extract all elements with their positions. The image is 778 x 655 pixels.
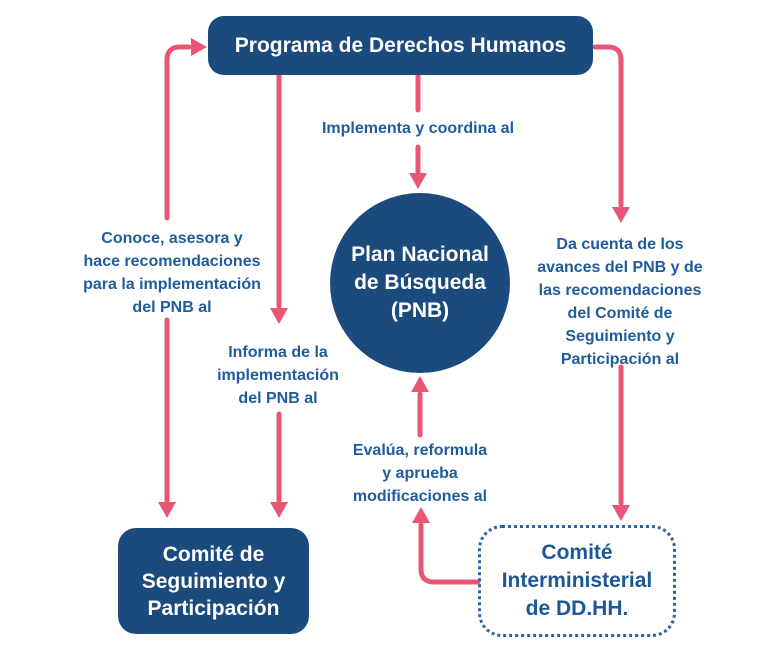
edge-label-da-cuenta: Da cuenta de los avances del PNB y de la… <box>537 236 703 368</box>
node-comite-seguimiento-participacion: Comité de Seguimiento y Participación <box>118 528 309 634</box>
node-plan-nacional-busqueda: Plan Nacional de Búsqueda (PNB) <box>330 193 510 373</box>
arrow-informa <box>270 72 288 518</box>
arrow-conoce <box>158 38 207 518</box>
node-programa-derechos-humanos: Programa de Derechos Humanos <box>208 16 593 75</box>
edge-label-implementa: Implementa y coordina al <box>321 120 515 137</box>
edge-label-evalua: Evalúa, reformula y aprueba modificacion… <box>352 442 488 505</box>
edge-label-conoce: Conoce, asesora y hace recomendaciones p… <box>83 230 261 316</box>
edge-label-informa: Informa de la implementación del PNB al <box>217 344 339 407</box>
arrow-evalua <box>411 376 481 585</box>
arrow-da-cuenta <box>592 44 630 521</box>
node-comite-interministerial-ddhh: Comité Interministerial de DD.HH. <box>478 525 676 637</box>
arrow-implementa <box>409 72 427 189</box>
